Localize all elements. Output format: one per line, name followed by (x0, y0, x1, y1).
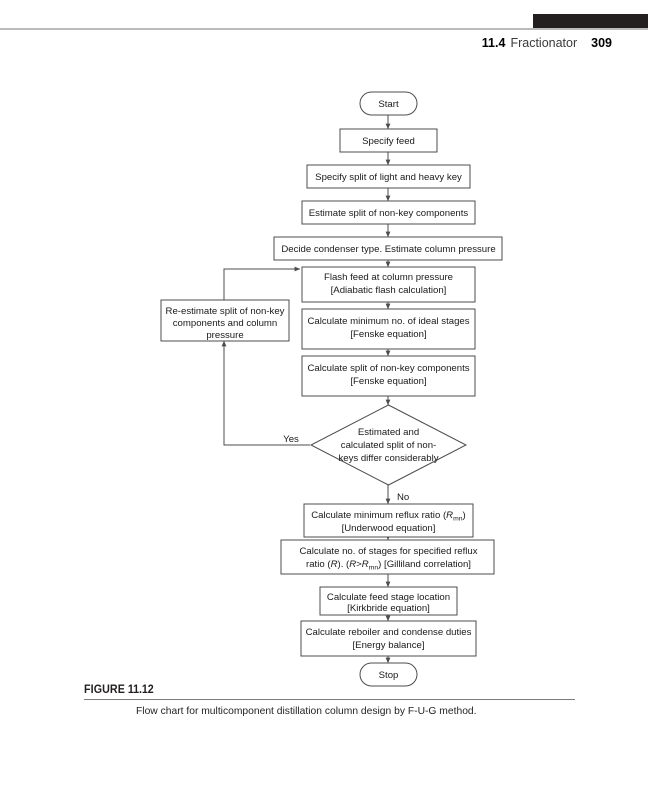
node-specify-feed-label: Specify feed (362, 136, 415, 147)
node-decision-line1: Estimated and (358, 427, 419, 438)
node-reestimate-line2: components and column (173, 318, 278, 329)
node-flash-feed-line1: Flash feed at column pressure (324, 272, 453, 283)
node-stop[interactable]: Stop (359, 662, 418, 687)
figure-label-word: FIGURE (84, 684, 125, 696)
node-duties-line2: [Energy balance] (353, 640, 425, 651)
flowchart-svg: Start Specify feed Specify split of ligh… (160, 91, 503, 687)
header-rule (0, 28, 648, 30)
node-start-label: Start (378, 99, 399, 110)
node-min-ideal-stages[interactable]: Calculate minimum no. of ideal stages [F… (301, 308, 476, 350)
node-decision-split-differ[interactable]: Estimated and calculated split of non- k… (309, 404, 468, 486)
node-reestimate-split[interactable]: Re-estimate split of non-key components … (160, 299, 290, 342)
node-start[interactable]: Start (359, 91, 418, 116)
node-specify-feed[interactable]: Specify feed (339, 128, 438, 153)
node-num-stages-text-c: ) [Gilliland correlation] (378, 559, 471, 570)
node-stop-label: Stop (379, 670, 399, 681)
node-num-stages-symbol-r1: R (331, 559, 338, 570)
node-num-stages-line2: ratio (R). (R>Rmn) [Gilliland correlatio… (306, 559, 471, 571)
node-min-reflux-text-b: ) (463, 510, 466, 521)
node-min-reflux-line2: [Underwood equation] (342, 523, 436, 534)
node-decide-condenser[interactable]: Decide condenser type. Estimate column p… (273, 236, 503, 261)
node-min-reflux-line1: Calculate minimum reflux ratio (Rmn) (311, 510, 465, 522)
node-min-ideal-stages-line2: [Fenske equation] (350, 329, 426, 340)
node-num-stages-symbol-r3: R (362, 559, 369, 570)
node-feed-stage-line1: Calculate feed stage location (327, 592, 450, 603)
figure-caption-text: Flow chart for multicomponent distillati… (136, 706, 477, 717)
flowchart-figure: Start Specify feed Specify split of ligh… (0, 80, 648, 690)
running-head: 11.4 Fractionator 309 (0, 36, 612, 50)
node-reboiler-condenser-duties[interactable]: Calculate reboiler and condense duties [… (300, 620, 477, 657)
node-reestimate-line3: pressure (206, 330, 243, 341)
node-decision-line2: calculated split of non- (341, 440, 436, 451)
node-num-stages-line1: Calculate no. of stages for specified re… (299, 546, 477, 557)
edge-reestimate-to-flash (223, 266, 301, 300)
node-feed-stage-location[interactable]: Calculate feed stage location [Kirkbride… (319, 586, 458, 616)
header-black-bar (533, 14, 648, 28)
node-duties-line1: Calculate reboiler and condense duties (306, 627, 472, 638)
node-num-stages-symbol-r2: R (349, 559, 356, 570)
node-min-reflux-symbol-r: R (446, 510, 453, 521)
node-min-reflux-text-a: Calculate minimum reflux ratio ( (311, 510, 447, 521)
header-section-title: Fractionator (510, 36, 578, 50)
node-min-reflux-subscript: mn (453, 515, 463, 522)
caption-rule (84, 699, 575, 700)
node-num-stages-text-b: ). ( (338, 559, 351, 570)
node-specify-split-keys-label: Specify split of light and heavy key (315, 172, 462, 183)
node-num-stages-gt: > (356, 559, 362, 570)
node-min-ideal-stages-line1: Calculate minimum no. of ideal stages (307, 316, 469, 327)
node-feed-stage-line2: [Kirkbride equation] (347, 603, 430, 614)
node-estimate-split-nonkey-label: Estimate split of non-key components (309, 208, 469, 219)
node-flash-feed[interactable]: Flash feed at column pressure [Adiabatic… (301, 266, 476, 303)
node-calc-split-nonkey-line2: [Fenske equation] (350, 376, 426, 387)
node-reestimate-line1: Re-estimate split of non-key (166, 306, 285, 317)
edge-label-no: No (397, 492, 409, 503)
header-section-number: 11.4 (481, 36, 506, 50)
node-calc-split-nonkey-line1: Calculate split of non-key components (307, 363, 469, 374)
node-estimate-split-nonkey[interactable]: Estimate split of non-key components (301, 200, 476, 225)
node-num-stages-subscript: mn (369, 564, 379, 571)
node-num-stages-reflux[interactable]: Calculate no. of stages for specified re… (280, 539, 495, 575)
edge-decision-yes-to-reestimate (221, 340, 310, 446)
node-calc-split-nonkey[interactable]: Calculate split of non-key components [F… (301, 355, 476, 397)
figure-caption-block: FIGURE 11.12 Flow chart for multicompone… (84, 684, 584, 717)
node-flash-feed-line2: [Adiabatic flash calculation] (331, 285, 447, 296)
node-specify-split-keys[interactable]: Specify split of light and heavy key (306, 164, 471, 189)
page-number: 309 (591, 36, 612, 50)
figure-label: FIGURE 11.12 (84, 684, 549, 696)
figure-label-number: 11.12 (127, 684, 154, 696)
edge-label-yes: Yes (283, 434, 299, 445)
node-num-stages-text-a: ratio ( (306, 559, 331, 570)
node-min-reflux-ratio[interactable]: Calculate minimum reflux ratio (Rmn) [Un… (303, 503, 474, 538)
node-decide-condenser-label: Decide condenser type. Estimate column p… (281, 244, 495, 255)
node-decision-line3: keys differ considerably (338, 453, 438, 464)
